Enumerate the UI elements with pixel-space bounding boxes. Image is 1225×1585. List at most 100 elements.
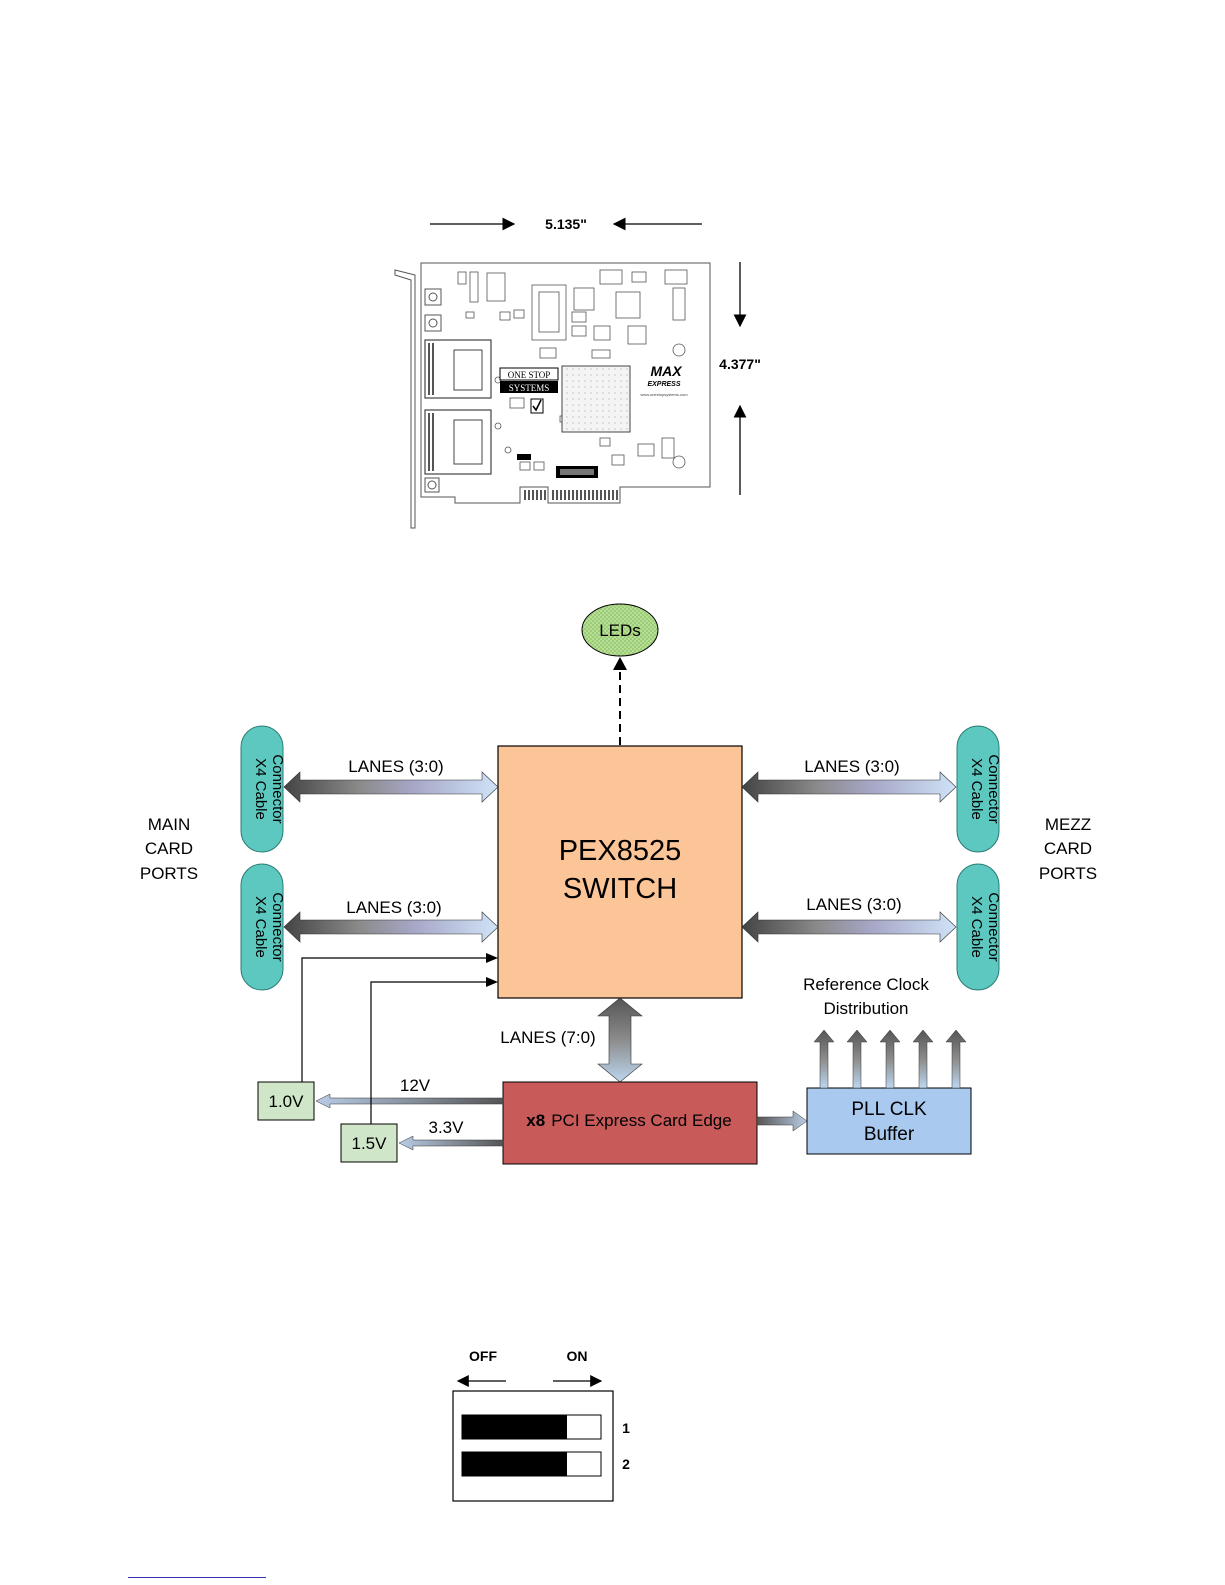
ref-clock-arrow <box>912 1029 934 1089</box>
one-stop-logo-text: ONE STOP <box>508 370 551 380</box>
regulator-1v0-feed <box>301 957 486 1082</box>
leds-ellipse <box>581 603 659 657</box>
dip-switch-body <box>452 1390 614 1502</box>
ref-clock-arrow <box>945 1029 967 1089</box>
led-block <box>424 314 442 332</box>
lanes-arrow-main-top <box>283 771 499 803</box>
regulator-1v0-arrowhead <box>486 953 498 963</box>
led-block <box>424 288 442 306</box>
board-switch-chip <box>561 365 631 433</box>
reference-clock-arrows <box>813 1029 967 1089</box>
connector-main-bottom: X4 Cable Connector <box>240 863 286 991</box>
regulator-1v5 <box>340 1123 398 1163</box>
pci-bracket <box>394 269 416 529</box>
led-circle <box>428 292 438 302</box>
dip-switch-1-actuator <box>462 1415 567 1439</box>
lanes-arrow-mezz-bottom <box>741 911 957 943</box>
connector-line1: X4 Cable <box>252 758 269 820</box>
card-edge-fingers-short <box>522 490 546 500</box>
lanes-label-mezz-bottom: LANES (3:0) <box>806 895 901 914</box>
pll-line2: Buffer <box>864 1124 915 1145</box>
connector-mezz-bottom: X4 Cable Connector <box>956 863 1002 991</box>
rail-12v-label: 12V <box>400 1076 431 1095</box>
dip-switch-2-number: 2 <box>622 1456 630 1472</box>
connector-pins <box>428 413 436 471</box>
connector-mezz-top: X4 Cable Connector <box>956 725 1002 853</box>
dip-switch-1-number: 1 <box>622 1420 630 1436</box>
pci-express-card-edge-box <box>502 1081 758 1165</box>
switch-title: PEX8525 <box>559 835 682 867</box>
ref-clock-arrow <box>846 1029 868 1089</box>
card-edge-bold: x8 <box>526 1111 545 1130</box>
board-block <box>424 477 440 493</box>
lanes-label-center: LANES (7:0) <box>500 1028 595 1047</box>
card-edge-text: PCI Express Card Edge <box>551 1111 731 1130</box>
dip-off-label: OFF <box>469 1348 497 1364</box>
connector-latch <box>453 419 483 465</box>
express-logo-text: EXPRESS <box>647 381 680 388</box>
ref-clock-line1: Reference Clock <box>803 975 929 994</box>
lanes-arrow-center <box>597 997 643 1083</box>
board-components <box>457 269 688 471</box>
connector-line2: Connector <box>269 754 286 823</box>
systems-logo-text: SYSTEMS <box>509 383 550 393</box>
dip-on-label: ON <box>567 1348 588 1364</box>
lanes-label-mezz-top: LANES (3:0) <box>804 757 899 776</box>
lanes-label-main-bottom: LANES (3:0) <box>346 898 441 917</box>
lanes-arrow-mezz-top <box>741 771 957 803</box>
ref-clock-line2: Distribution <box>823 999 908 1018</box>
led-circle <box>428 318 438 328</box>
rail-12v-arrow <box>315 1093 504 1109</box>
card-edge-label: x8 PCI Express Card Edge <box>526 1111 731 1130</box>
ref-clock-arrow <box>879 1029 901 1089</box>
lanes-arrow-main-bottom <box>283 911 499 943</box>
height-dimension-label: 4.377" <box>719 356 761 372</box>
mezz-ports-line1: MEZZ <box>1045 815 1091 834</box>
regulator-1v0 <box>257 1081 315 1121</box>
connector-main-top: X4 Cable Connector <box>240 725 286 853</box>
footnote-rule <box>128 1577 266 1578</box>
main-ports-line3: PORTS <box>140 864 198 883</box>
connector-line2: Connector <box>269 892 286 961</box>
mezz-ports-line2: CARD <box>1044 839 1092 858</box>
pex8525-switch-box <box>497 745 743 999</box>
connector-line1: X4 Cable <box>968 896 985 958</box>
website-text: www.onestopsystems.com <box>640 392 688 397</box>
board-drawing: 5.135" 4.377" <box>394 216 761 529</box>
systems-logo-box <box>500 381 558 393</box>
regulator-1v5-label: 1.5V <box>352 1134 388 1153</box>
connector-pins <box>428 343 436 395</box>
main-ports-line2: CARD <box>145 839 193 858</box>
lanes-label-main-top: LANES (3:0) <box>348 757 443 776</box>
connector-line2: Connector <box>985 892 1002 961</box>
rail-3v3-label: 3.3V <box>429 1118 465 1137</box>
board-connector-inner <box>560 469 594 475</box>
regulator-1v5-arrowhead <box>486 977 498 987</box>
main-ports-line1: MAIN <box>148 815 191 834</box>
connector-latch <box>453 349 483 391</box>
board-circle <box>427 480 437 490</box>
pll-line1: PLL CLK <box>851 1099 927 1120</box>
connector-line1: X4 Cable <box>252 896 269 958</box>
ref-clock-arrow <box>813 1029 835 1089</box>
dip-switch-2-actuator <box>462 1452 567 1476</box>
block-diagram: LEDs PEX8525 SWITCH X4 Cable Connector X… <box>140 603 1097 1165</box>
checkmark-icon <box>532 399 542 412</box>
card-edge-fingers <box>550 490 618 500</box>
switch-subtitle: SWITCH <box>563 873 677 905</box>
connector-line1: X4 Cable <box>968 758 985 820</box>
width-dimension-label: 5.135" <box>545 216 587 232</box>
regulator-1v0-label: 1.0V <box>269 1092 305 1111</box>
leds-arrowhead <box>613 657 627 670</box>
board-component-dark <box>517 454 531 460</box>
dip-switch-diagram: OFF ON 1 2 <box>452 1348 630 1502</box>
one-stop-logo-box <box>499 367 559 381</box>
mezz-ports-line3: PORTS <box>1039 864 1097 883</box>
clock-feed-arrow <box>756 1110 808 1132</box>
max-logo-text: MAX <box>650 363 683 379</box>
regulator-1v5-feed <box>370 981 486 1124</box>
rail-3v3-arrow <box>398 1135 504 1151</box>
leds-label: LEDs <box>599 621 641 640</box>
connector-line2: Connector <box>985 754 1002 823</box>
